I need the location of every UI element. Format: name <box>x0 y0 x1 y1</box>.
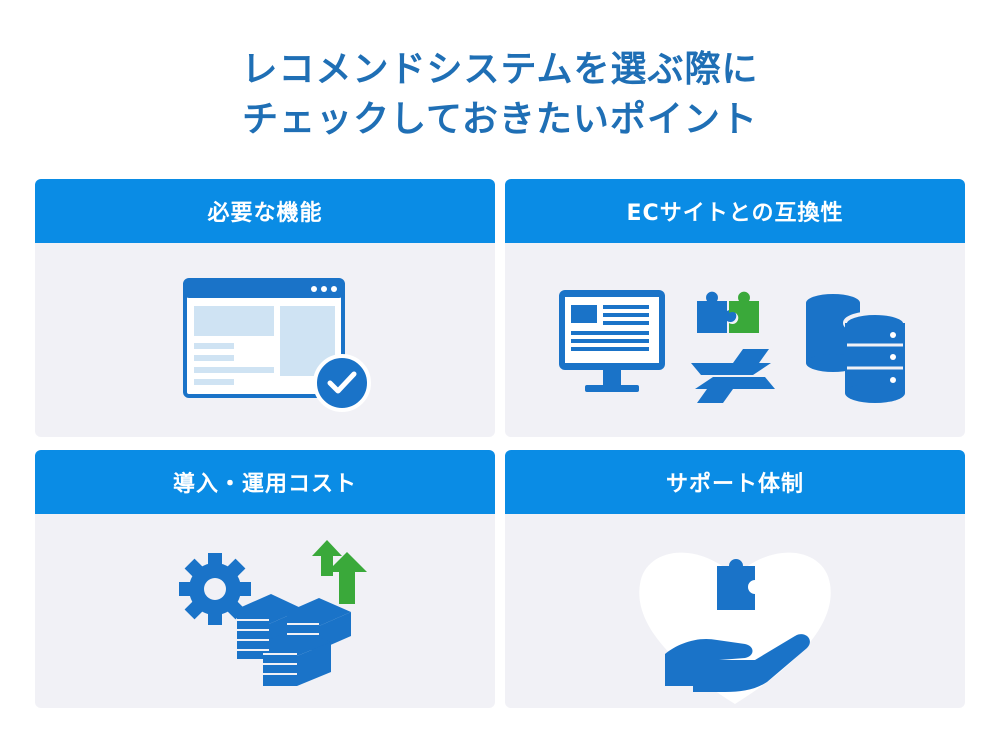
compatibility-icon <box>559 290 907 403</box>
card-header: サポート体制 <box>505 450 965 514</box>
card-implementation-cost: 導入・運用コスト <box>35 450 495 708</box>
card-body <box>505 243 965 437</box>
cost-icon <box>179 540 367 686</box>
card-body <box>35 514 495 708</box>
card-body <box>35 243 495 437</box>
card-support-system: サポート体制 <box>505 450 965 708</box>
card-header: 必要な機能 <box>35 179 495 243</box>
card-required-features: 必要な機能 <box>35 179 495 437</box>
card-ec-compatibility: ECサイトとの互換性 <box>505 179 965 437</box>
support-icon <box>639 552 831 704</box>
page-title-line1: レコメンドシステムを選ぶ際に <box>241 49 759 90</box>
card-body <box>505 514 965 708</box>
page-title-line2: チェックしておきたいポイント <box>242 99 758 140</box>
card-header: ECサイトとの互換性 <box>505 179 965 243</box>
card-header: 導入・運用コスト <box>35 450 495 514</box>
browser-check-icon <box>183 278 371 412</box>
